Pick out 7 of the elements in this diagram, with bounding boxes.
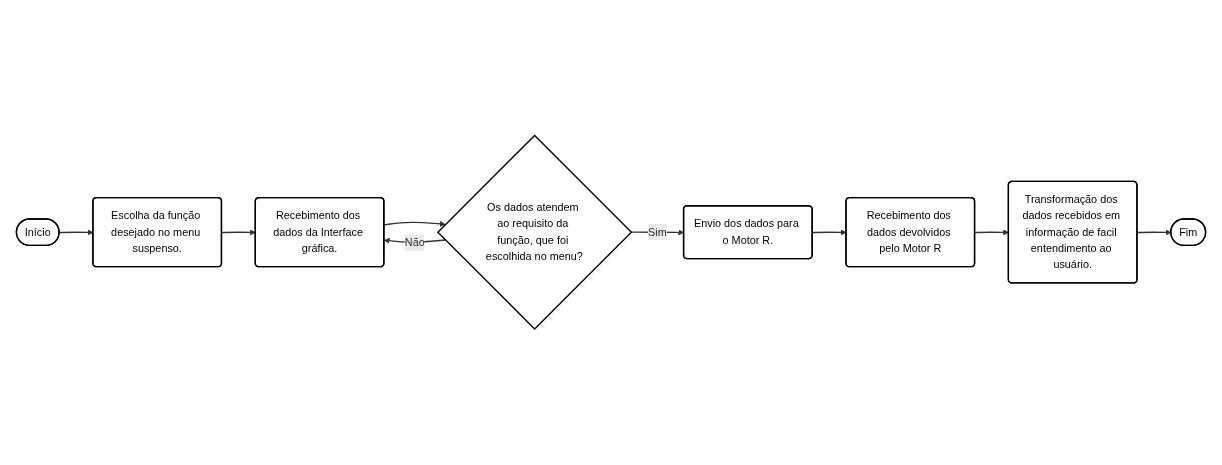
- arrow: [974, 229, 1009, 236]
- arrow: [1136, 229, 1172, 236]
- edge-label: Sim: [648, 226, 667, 238]
- arrow: [383, 221, 446, 228]
- edge-label: Não: [404, 236, 425, 249]
- arrow: [221, 229, 256, 236]
- node-diamond: Os dados atendem ao requisito da função, que foi escolhida no menu?: [436, 134, 633, 331]
